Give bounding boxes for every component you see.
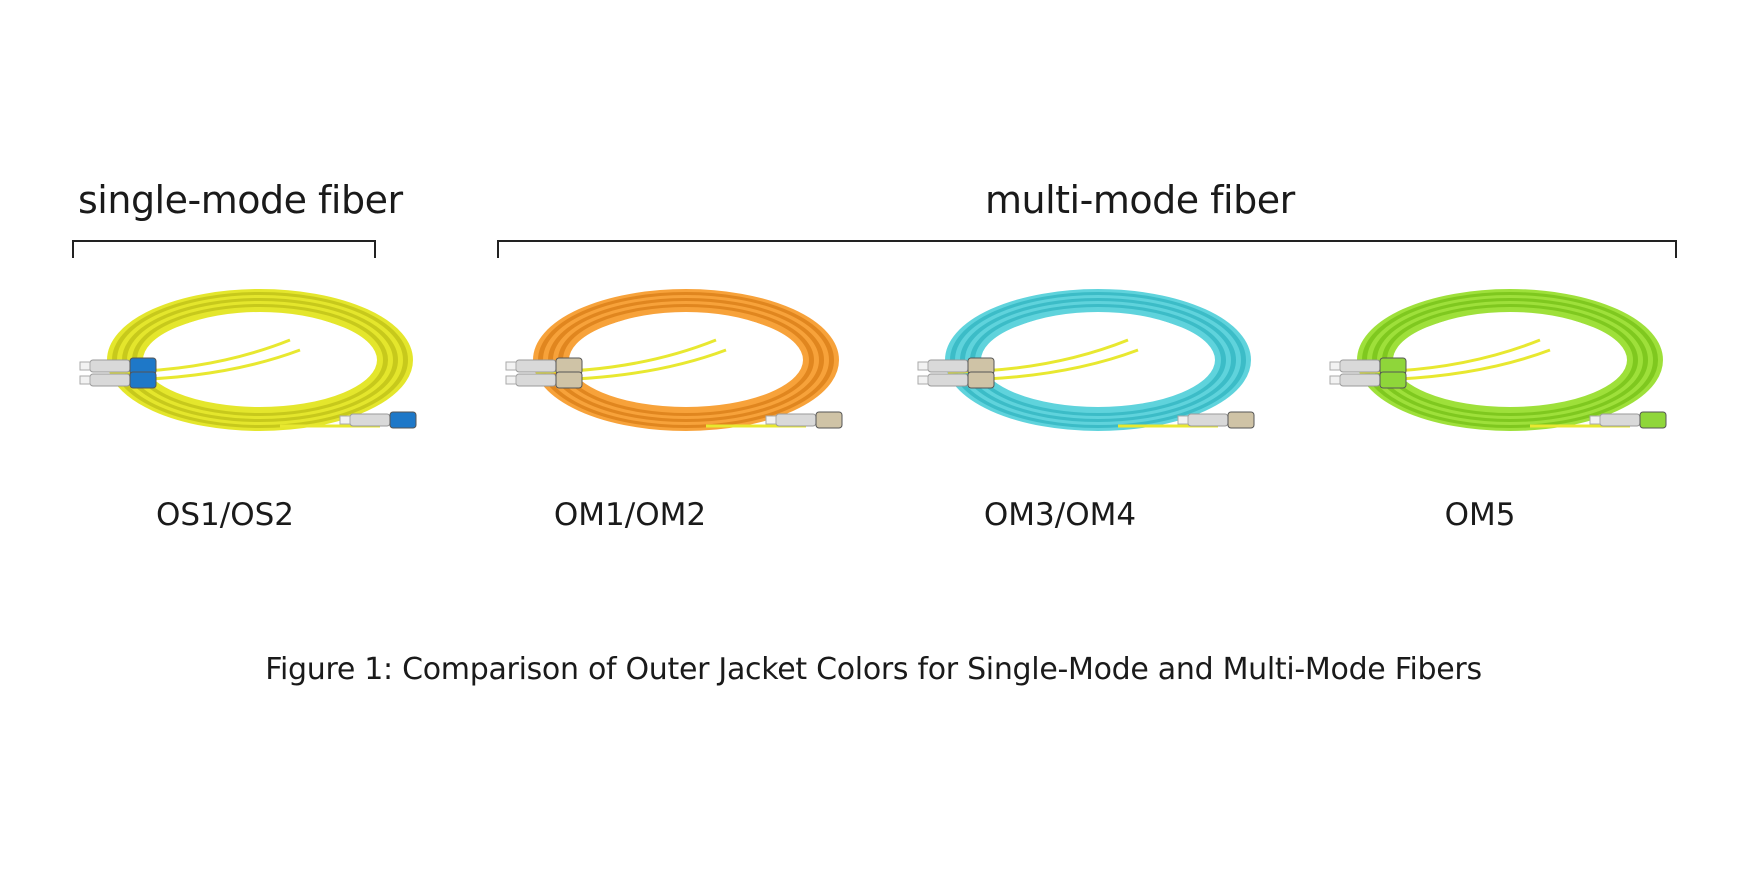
cable-type-label: OM3/OM4: [983, 497, 1137, 533]
coil-center: [988, 312, 1208, 404]
lc-connector-icon: [79, 371, 157, 389]
cable-type-label: OS1/OS2: [155, 497, 295, 533]
cable-type-label: OM1/OM2: [553, 497, 707, 533]
coil-center: [1400, 312, 1620, 404]
lc-connector-icon: [1177, 411, 1255, 429]
lc-connector-icon: [1329, 371, 1407, 389]
lc-connector-icon: [765, 411, 843, 429]
lc-connector-icon: [339, 411, 417, 429]
figure-caption: Figure 1: Comparison of Outer Jacket Col…: [265, 652, 1482, 687]
coil-center: [576, 312, 796, 404]
coil-center: [150, 312, 370, 404]
cable-coil-1: [79, 289, 417, 431]
cable-type-label: OM5: [1444, 497, 1516, 533]
lc-connector-icon: [505, 371, 583, 389]
cable-coil-3: [917, 289, 1255, 431]
lc-connector-icon: [505, 357, 583, 375]
single-mode-bracket: [72, 240, 376, 258]
lc-connector-icon: [917, 371, 995, 389]
lc-connector-icon: [917, 357, 995, 375]
multi-mode-fiber-label: multi-mode fiber: [985, 178, 1295, 222]
lc-connector-icon: [1589, 411, 1667, 429]
lc-connector-icon: [1329, 357, 1407, 375]
lc-connector-icon: [79, 357, 157, 375]
cable-coil-4: [1329, 289, 1667, 431]
cable-coil-2: [505, 289, 843, 431]
multi-mode-bracket: [497, 240, 1677, 258]
single-mode-fiber-label: single-mode fiber: [78, 178, 403, 222]
